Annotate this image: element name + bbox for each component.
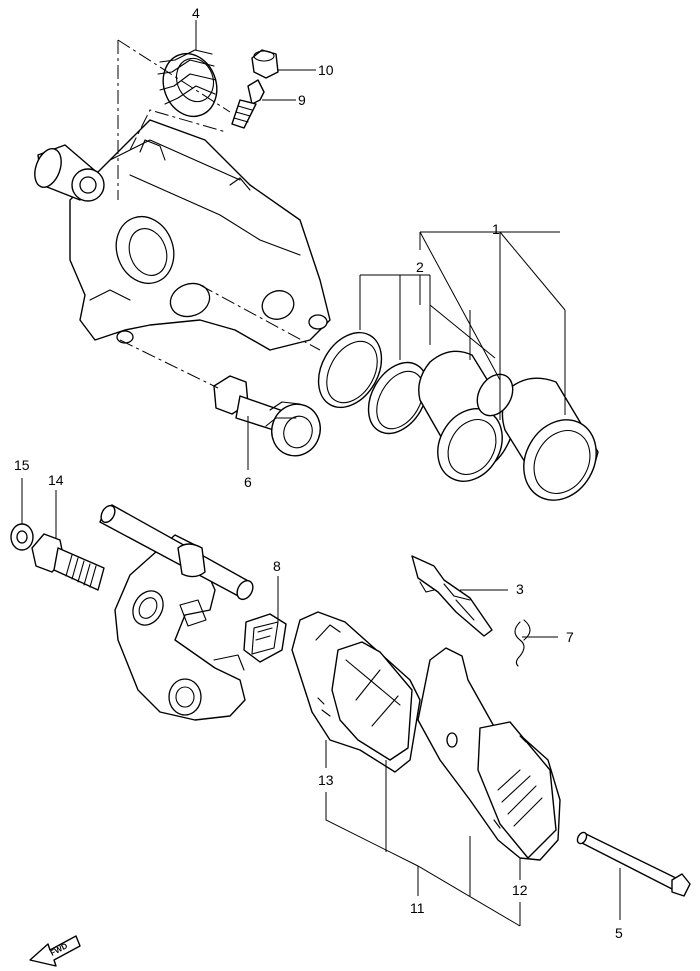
callout-14: 14	[48, 472, 64, 488]
callout-2: 2	[416, 259, 424, 275]
forward-direction-arrow: FWD	[29, 935, 81, 967]
callout-7: 7	[566, 629, 574, 645]
caliper-body	[34, 119, 331, 351]
leader-lines	[21, 20, 621, 927]
part-4-boot	[157, 49, 218, 118]
part-6-slide-pin	[213, 375, 321, 457]
part-14-bolt	[31, 533, 105, 591]
callout-9: 9	[298, 92, 306, 108]
part-5-pad-pin	[576, 831, 691, 897]
part-3-spring	[411, 555, 493, 637]
caliper-bracket	[99, 504, 254, 721]
callout-13: 13	[318, 772, 334, 788]
part-10-cap	[251, 49, 279, 79]
callout-11: 11	[410, 900, 425, 916]
part-15-washer	[10, 523, 34, 551]
callout-15: 15	[14, 457, 30, 473]
piston-seals-and-pistons	[317, 331, 599, 501]
part-13-brake-pad	[291, 611, 421, 773]
part-9-bleeder	[231, 79, 265, 129]
callout-12: 12	[512, 882, 528, 898]
callout-10: 10	[318, 62, 334, 78]
callout-5: 5	[615, 925, 623, 941]
callout-8: 8	[273, 558, 281, 574]
part-8-clip	[243, 613, 287, 663]
callout-3: 3	[516, 581, 524, 597]
part-12-brake-pad-shim	[417, 647, 561, 861]
part-7-clip-pin	[514, 619, 531, 667]
callout-1: 1	[492, 221, 500, 237]
callout-6: 6	[244, 474, 252, 490]
callout-4: 4	[192, 5, 200, 21]
